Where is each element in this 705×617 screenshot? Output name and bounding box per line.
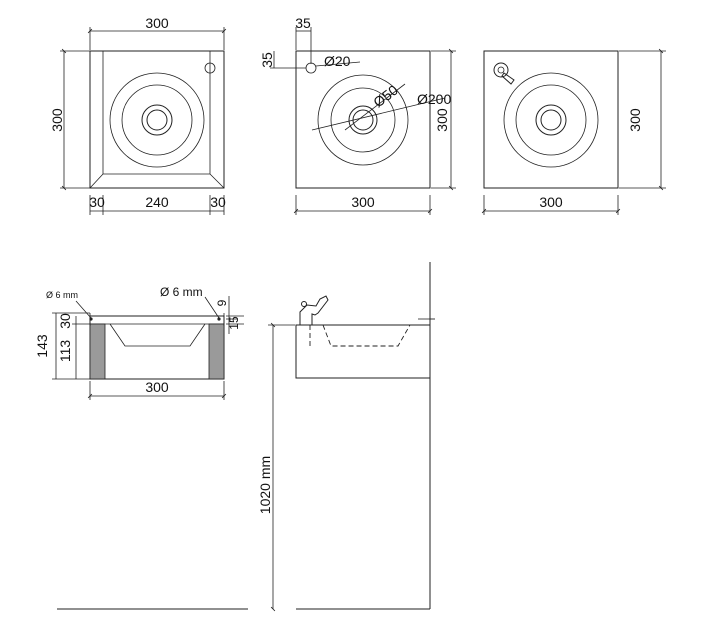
tap-icon xyxy=(493,62,515,85)
dim-bottom-mid: 240 xyxy=(145,194,169,210)
dim-height-mid: 300 xyxy=(434,108,450,132)
tap-icon xyxy=(299,295,329,326)
dim-30: 30 xyxy=(57,313,73,329)
label-hole-left: Ø 6 mm xyxy=(46,290,78,300)
dim-width-right: 300 xyxy=(539,194,563,210)
dim-mount-height: 1020 mm xyxy=(257,456,273,514)
plan-view-middle: 35 35 Ø20 Ø50 Ø200 300 300 xyxy=(259,15,456,215)
dim-width-top: 300 xyxy=(145,15,169,31)
dim-offset-y: 35 xyxy=(259,52,275,68)
dim-offset-x: 35 xyxy=(295,15,311,31)
label-hole-right: Ø 6 mm xyxy=(160,285,203,299)
label-hole-small: Ø20 xyxy=(324,53,351,69)
dim-113: 113 xyxy=(57,340,73,363)
dim-height-left: 300 xyxy=(49,108,65,132)
dim-width-mid: 300 xyxy=(351,194,375,210)
dim-15: 15 xyxy=(227,316,241,330)
plan-view-left: 300 300 30 240 30 xyxy=(49,15,227,215)
dim-143: 143 xyxy=(34,334,50,358)
label-bowl: Ø200 xyxy=(417,91,451,107)
dim-width-front: 300 xyxy=(145,379,169,395)
dim-height-right: 300 xyxy=(627,108,643,132)
plan-view-right: 300 300 xyxy=(481,48,666,215)
label-drain: Ø50 xyxy=(370,82,401,111)
front-elevation: Ø 6 mm Ø 6 mm 9 15 143 113 30 300 xyxy=(34,285,244,400)
dim-bottom-left: 30 xyxy=(89,194,105,210)
dim-bottom-right: 30 xyxy=(210,194,226,210)
dim-9: 9 xyxy=(215,299,229,306)
side-elevation: 1020 mm xyxy=(57,262,438,612)
